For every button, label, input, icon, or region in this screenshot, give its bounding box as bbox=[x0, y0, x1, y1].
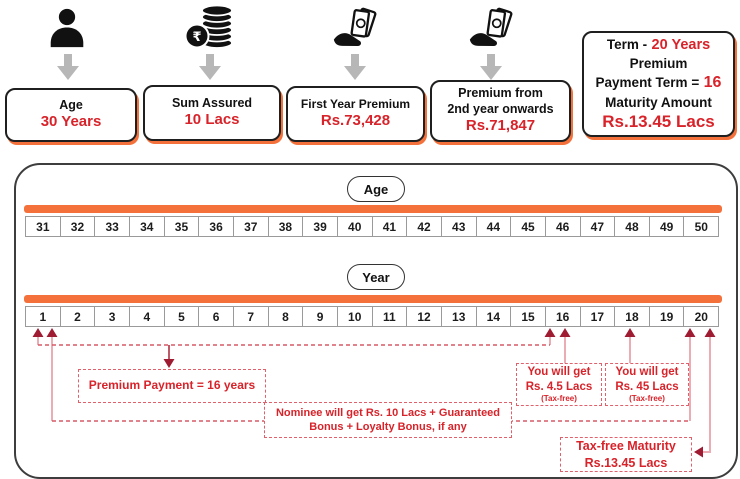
sum-assured-label: Sum Assured bbox=[171, 95, 253, 110]
year-cell: 1 bbox=[25, 306, 61, 327]
premium-payment-text: Premium Payment = 16 years bbox=[88, 378, 256, 393]
year-cell: 20 bbox=[683, 306, 720, 327]
age-cell: 32 bbox=[59, 216, 96, 237]
first-year-premium-box: First Year Premium Rs.73,428 bbox=[286, 86, 425, 142]
age-box: Age 30 Years bbox=[5, 88, 137, 142]
year-cell: 2 bbox=[59, 306, 96, 327]
payment-term-value: 16 bbox=[703, 73, 722, 91]
you-get-year18-note: You will get Rs. 45 Lacs (Tax-free) bbox=[605, 363, 689, 406]
age-cell: 37 bbox=[232, 216, 269, 237]
year-cell: 6 bbox=[198, 306, 234, 327]
sum-assured-value: 10 Lacs bbox=[184, 111, 240, 129]
premium-payment-note: Premium Payment = 16 years bbox=[78, 369, 266, 403]
premium-word: Premium bbox=[629, 56, 688, 72]
year-cell: 17 bbox=[579, 306, 616, 327]
cash-hand-icon bbox=[333, 7, 377, 46]
year-cell: 8 bbox=[267, 306, 304, 327]
age-cell: 33 bbox=[94, 216, 130, 237]
sum-assured-box: Sum Assured 10 Lacs bbox=[143, 85, 281, 141]
year-cell: 11 bbox=[371, 306, 408, 327]
age-cell: 38 bbox=[267, 216, 304, 237]
year-cell: 19 bbox=[648, 306, 685, 327]
term-value: 20 Years bbox=[651, 36, 711, 53]
down-block-arrow-icon bbox=[480, 54, 502, 80]
age-pill: Age bbox=[347, 176, 405, 202]
age-cell: 34 bbox=[128, 216, 165, 237]
year-cell: 3 bbox=[94, 306, 130, 327]
year-cell: 4 bbox=[128, 306, 165, 327]
year-axis-bar bbox=[24, 295, 722, 303]
nominee-note: Nominee will get Rs. 10 Lacs + Guarantee… bbox=[264, 402, 512, 438]
age-cell: 43 bbox=[440, 216, 477, 237]
age-cell: 35 bbox=[163, 216, 200, 237]
age-cell: 47 bbox=[579, 216, 616, 237]
cash-hand-icon bbox=[469, 7, 513, 46]
down-block-arrow-icon bbox=[344, 54, 366, 80]
maturity-note: Tax-free Maturity Rs.13.45 Lacs bbox=[560, 437, 692, 472]
renewal-premium-label-1: Premium from bbox=[458, 86, 543, 100]
first-year-premium-value: Rs.73,428 bbox=[320, 112, 391, 130]
renewal-premium-value: Rs.71,847 bbox=[465, 117, 536, 135]
age-cell: 46 bbox=[544, 216, 581, 237]
renewal-premium-box: Premium from 2nd year onwards Rs.71,847 bbox=[430, 80, 571, 142]
age-cell: 42 bbox=[406, 216, 442, 237]
age-cell: 40 bbox=[336, 216, 373, 237]
rupee-coins-icon: ₹ bbox=[184, 4, 233, 49]
age-cell: 31 bbox=[25, 216, 61, 237]
you-get-18-l3: (Tax-free) bbox=[629, 394, 665, 404]
year-cell: 13 bbox=[440, 306, 477, 327]
you-get-16-l2: Rs. 4.5 Lacs bbox=[525, 381, 593, 394]
you-get-16-l3: (Tax-free) bbox=[541, 394, 577, 404]
age-cell: 44 bbox=[475, 216, 512, 237]
down-block-arrow-icon bbox=[199, 54, 221, 80]
age-cell: 49 bbox=[648, 216, 685, 237]
renewal-premium-label-2: 2nd year onwards bbox=[447, 101, 554, 116]
age-cell: 41 bbox=[371, 216, 408, 237]
year-cell: 16 bbox=[544, 306, 581, 327]
age-cell: 48 bbox=[614, 216, 650, 237]
year-cell: 10 bbox=[336, 306, 373, 327]
you-get-18-l2: Rs. 45 Lacs bbox=[615, 381, 679, 394]
plan-summary-box: Term - 20 Years Premium Payment Term = 1… bbox=[582, 31, 735, 137]
maturity-l2: Rs.13.45 Lacs bbox=[584, 455, 668, 470]
first-year-premium-label: First Year Premium bbox=[300, 97, 411, 112]
you-get-16-l1: You will get bbox=[527, 366, 591, 379]
year-cell: 12 bbox=[406, 306, 442, 327]
you-get-year16-note: You will get Rs. 4.5 Lacs (Tax-free) bbox=[516, 363, 602, 406]
down-block-arrow-icon bbox=[57, 54, 79, 80]
nominee-l2: Bonus + Loyalty Bonus, if any bbox=[309, 421, 467, 433]
year-cell: 9 bbox=[302, 306, 338, 327]
payment-term-label: Payment Term = bbox=[595, 74, 700, 90]
age-box-label: Age bbox=[59, 97, 83, 112]
age-cell: 36 bbox=[198, 216, 234, 237]
year-cell: 5 bbox=[163, 306, 200, 327]
maturity-l1: Tax-free Maturity bbox=[576, 439, 676, 454]
you-get-18-l1: You will get bbox=[615, 366, 679, 379]
svg-text:₹: ₹ bbox=[192, 30, 201, 45]
year-cell: 15 bbox=[510, 306, 546, 327]
nominee-l1: Nominee will get Rs. 10 Lacs + Guarantee… bbox=[275, 406, 501, 419]
maturity-amount-label: Maturity Amount bbox=[605, 94, 712, 110]
age-axis-bar bbox=[24, 205, 722, 213]
year-cell: 7 bbox=[232, 306, 269, 327]
person-icon bbox=[50, 8, 84, 48]
year-cell: 14 bbox=[475, 306, 512, 327]
maturity-amount-value: Rs.13.45 Lacs bbox=[602, 112, 715, 132]
age-box-value: 30 Years bbox=[40, 113, 102, 131]
age-cell: 45 bbox=[510, 216, 546, 237]
age-cell: 39 bbox=[302, 216, 338, 237]
year-cell: 18 bbox=[614, 306, 650, 327]
term-label: Term - bbox=[606, 36, 648, 52]
age-cell: 50 bbox=[683, 216, 720, 237]
year-pill: Year bbox=[347, 264, 405, 290]
